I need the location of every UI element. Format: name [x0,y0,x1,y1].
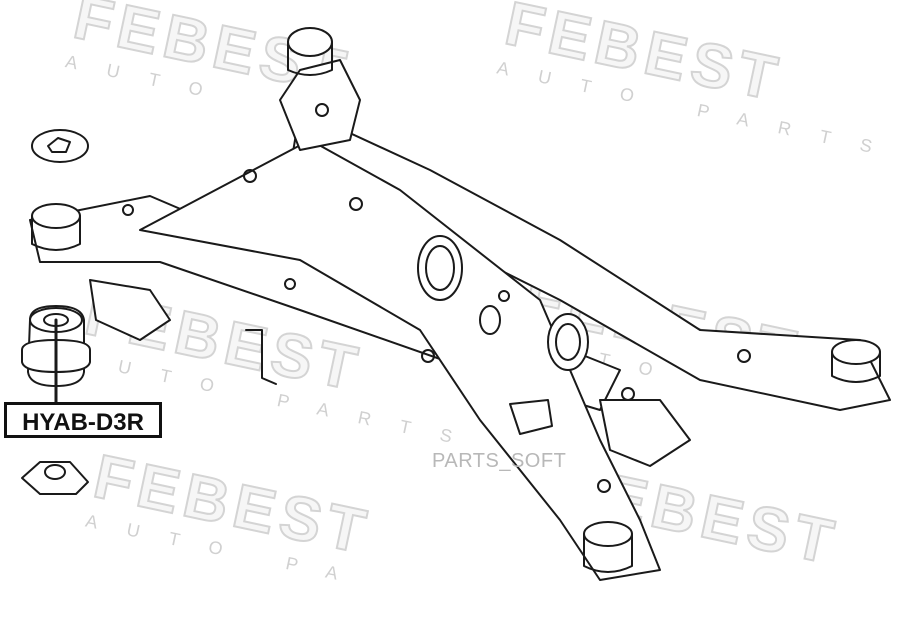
subframe-body [29,27,891,581]
small-cap-part [31,129,89,163]
part-code-label: HYAB-D3R [4,402,162,438]
seller-watermark: PARTS_SOFT [432,450,567,472]
bushing-part [21,305,91,404]
mount-part [21,461,89,495]
